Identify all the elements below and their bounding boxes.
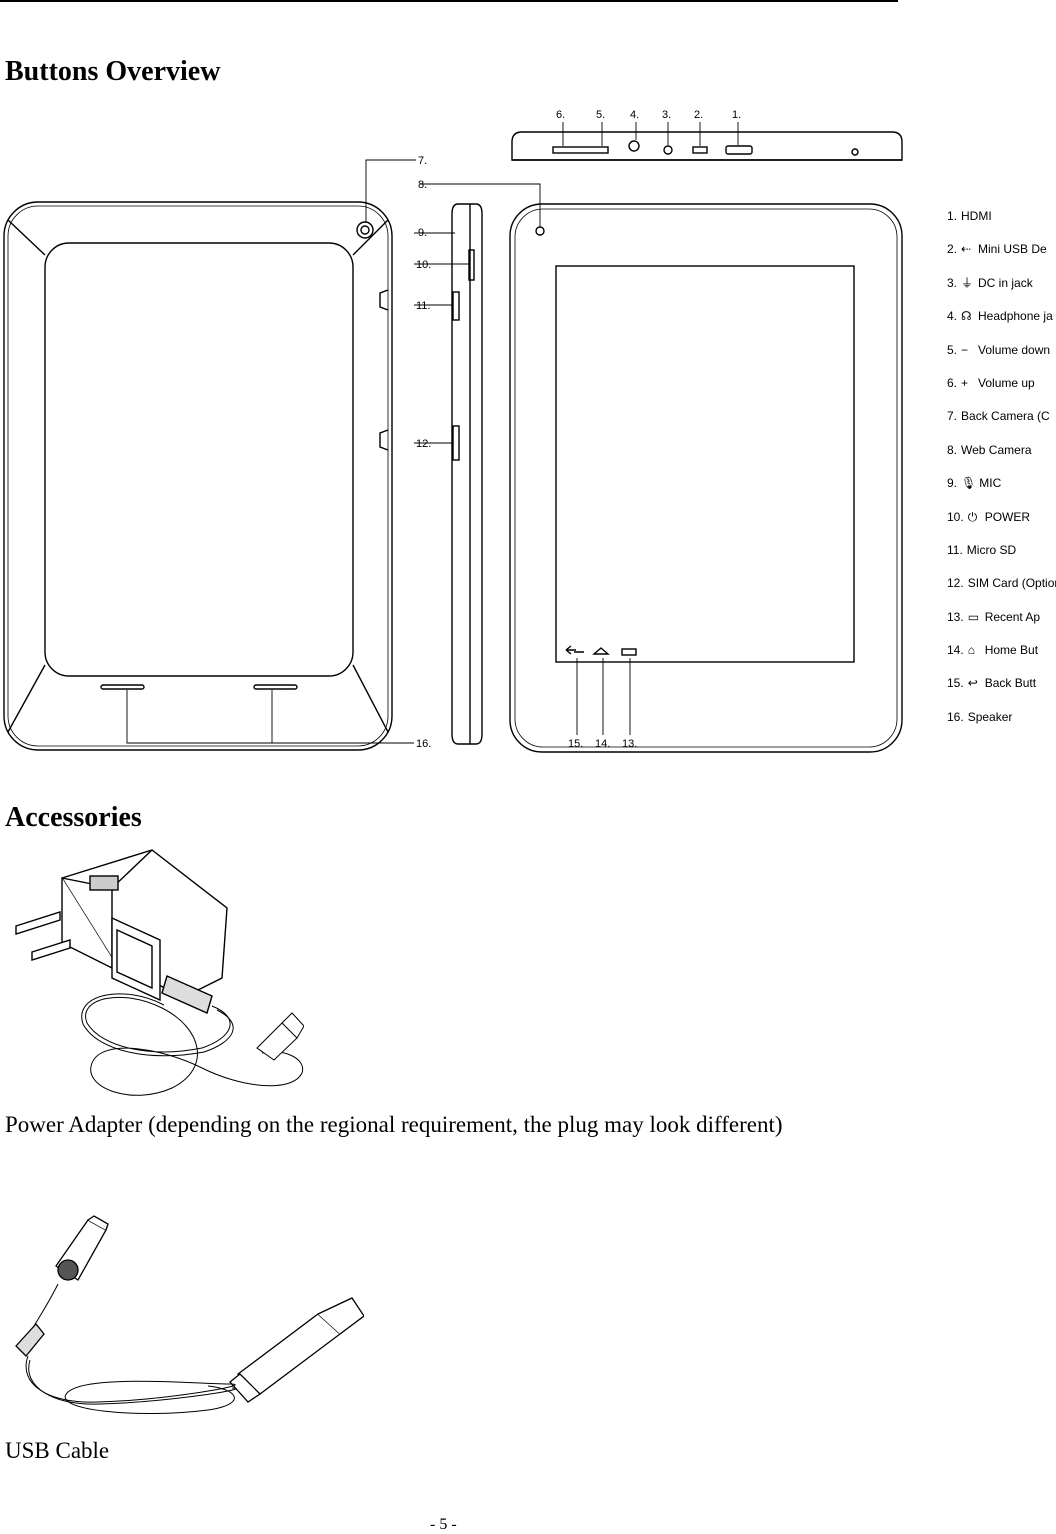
back-icon: ↩ <box>967 676 978 691</box>
legend-item: 15.↩Back Butt <box>947 673 1056 706</box>
legend-item: 1.HDMI <box>947 209 992 223</box>
callout-5: 5. <box>596 109 605 121</box>
callout-4: 4. <box>630 109 639 121</box>
legend-item: 10.⏻POWER <box>947 507 1056 540</box>
legend-item: 13.▭Recent Ap <box>947 607 1056 640</box>
legend-item: 5.−Volume down <box>947 340 1056 373</box>
callout-15: 15. <box>568 738 583 750</box>
callout-1: 1. <box>732 109 741 121</box>
tablet-back-view <box>3 201 393 751</box>
legend-item: 8.Web Camera <box>947 442 1032 457</box>
callout-2: 2. <box>694 109 703 121</box>
usb-icon: ⇠ <box>961 242 972 257</box>
callout-11: 11. <box>416 300 430 312</box>
usb-cable-image <box>15 1215 364 1415</box>
legend-item: 16.Speaker <box>947 709 1013 724</box>
callout-13: 13. <box>622 738 637 750</box>
power-adapter-caption: Power Adapter (depending on the regional… <box>5 1112 783 1137</box>
page-number: - 5 - <box>430 1516 457 1533</box>
legend-item: 11.Micro SD <box>947 542 1017 557</box>
tablet-side-view <box>451 203 483 745</box>
minus-icon: − <box>961 342 969 357</box>
power-adapter-image <box>15 849 304 1096</box>
power-icon: ⏻ <box>967 509 978 524</box>
callout-10: 10. <box>416 259 431 271</box>
tablet-diagram: 6. 5. 4. 3. 2. 1. 7. 8. 9. 10. 11. 12. 1… <box>3 109 903 753</box>
callout-6: 6. <box>556 109 565 121</box>
callout-7: 7. <box>418 155 427 167</box>
callout-9: 9. <box>418 227 427 239</box>
dc-plug-icon: ⏚ <box>961 275 974 290</box>
legend-item: 7.Back Camera (C <box>947 409 1050 424</box>
headphone-icon: ☊ <box>961 309 972 324</box>
legend-item: 3.⏚DC in jack <box>947 273 1056 306</box>
plus-icon: + <box>961 375 969 390</box>
callout-8: 8. <box>418 179 427 191</box>
callout-12: 12. <box>416 438 431 450</box>
callout-14: 14. <box>595 738 610 750</box>
section-title-accessories: Accessories <box>5 802 142 833</box>
tablet-top-view <box>511 131 903 161</box>
legend-item: 6.+Volume up <box>947 373 1056 406</box>
microphone-icon: 🎙 <box>961 476 977 491</box>
callout-16: 16. <box>416 738 431 750</box>
usb-cable-caption: USB Cable <box>5 1438 110 1463</box>
legend-item: 12.SIM Card (Option <box>947 576 1056 591</box>
tablet-front-view <box>509 203 903 753</box>
legend-item: 4.☊Headphone ja <box>947 306 1056 339</box>
header-rule <box>0 0 898 2</box>
recent-apps-icon: ▭ <box>967 609 980 624</box>
legend-item: 9.🎙MIC <box>947 473 1056 506</box>
legend-item: 2.⇠Mini USB De <box>947 239 1056 272</box>
callout-3: 3. <box>662 109 671 121</box>
buttons-legend: 1.HDMI 2.⇠Mini USB De 3.⏚DC in jack 4.☊H… <box>947 206 1056 740</box>
section-title-buttons-overview: Buttons Overview <box>5 56 221 87</box>
home-icon: ⌂ <box>967 643 975 658</box>
legend-item: 14.⌂Home But <box>947 640 1056 673</box>
